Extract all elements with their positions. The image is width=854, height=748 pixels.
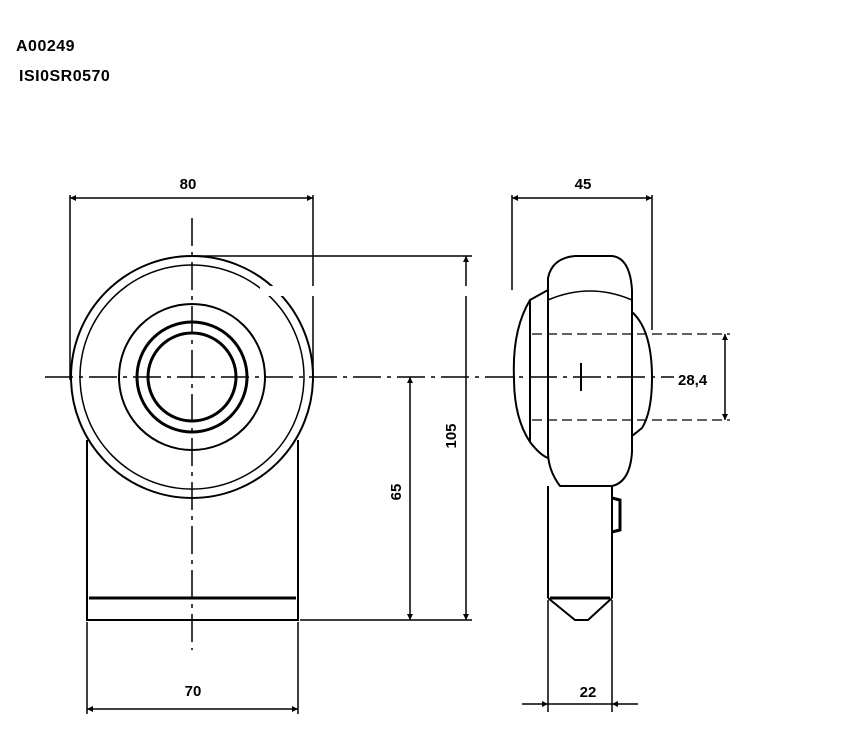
dim-45-label: 45 bbox=[575, 176, 592, 193]
side-shank-tip bbox=[547, 597, 613, 621]
dim-70-label: 70 bbox=[185, 683, 202, 700]
side-ball-arc-top bbox=[547, 290, 633, 301]
dim-70 bbox=[86, 622, 299, 714]
part-reference: ISI0SR0570 bbox=[19, 68, 111, 85]
front-centerlines bbox=[45, 218, 700, 650]
side-bore-hidden bbox=[532, 333, 730, 421]
dim-22-label: 22 bbox=[580, 684, 597, 701]
part-code: A00249 bbox=[16, 38, 76, 55]
side-view bbox=[512, 255, 654, 621]
dim-28-4-label: 28,4 bbox=[678, 372, 708, 389]
dim-22 bbox=[522, 600, 638, 712]
dim-45 bbox=[511, 195, 653, 330]
side-ball bbox=[512, 289, 549, 459]
side-ball-right bbox=[631, 311, 654, 437]
dim-65-label: 65 bbox=[388, 484, 405, 501]
dim-105-label: 105 bbox=[443, 423, 460, 448]
dim-28-4-bg bbox=[674, 370, 720, 388]
dim-80-label: 80 bbox=[180, 176, 197, 193]
side-grease-nipple bbox=[611, 496, 622, 534]
dim-105 bbox=[192, 255, 472, 621]
drawing-gap bbox=[260, 286, 510, 296]
side-housing bbox=[547, 255, 633, 487]
